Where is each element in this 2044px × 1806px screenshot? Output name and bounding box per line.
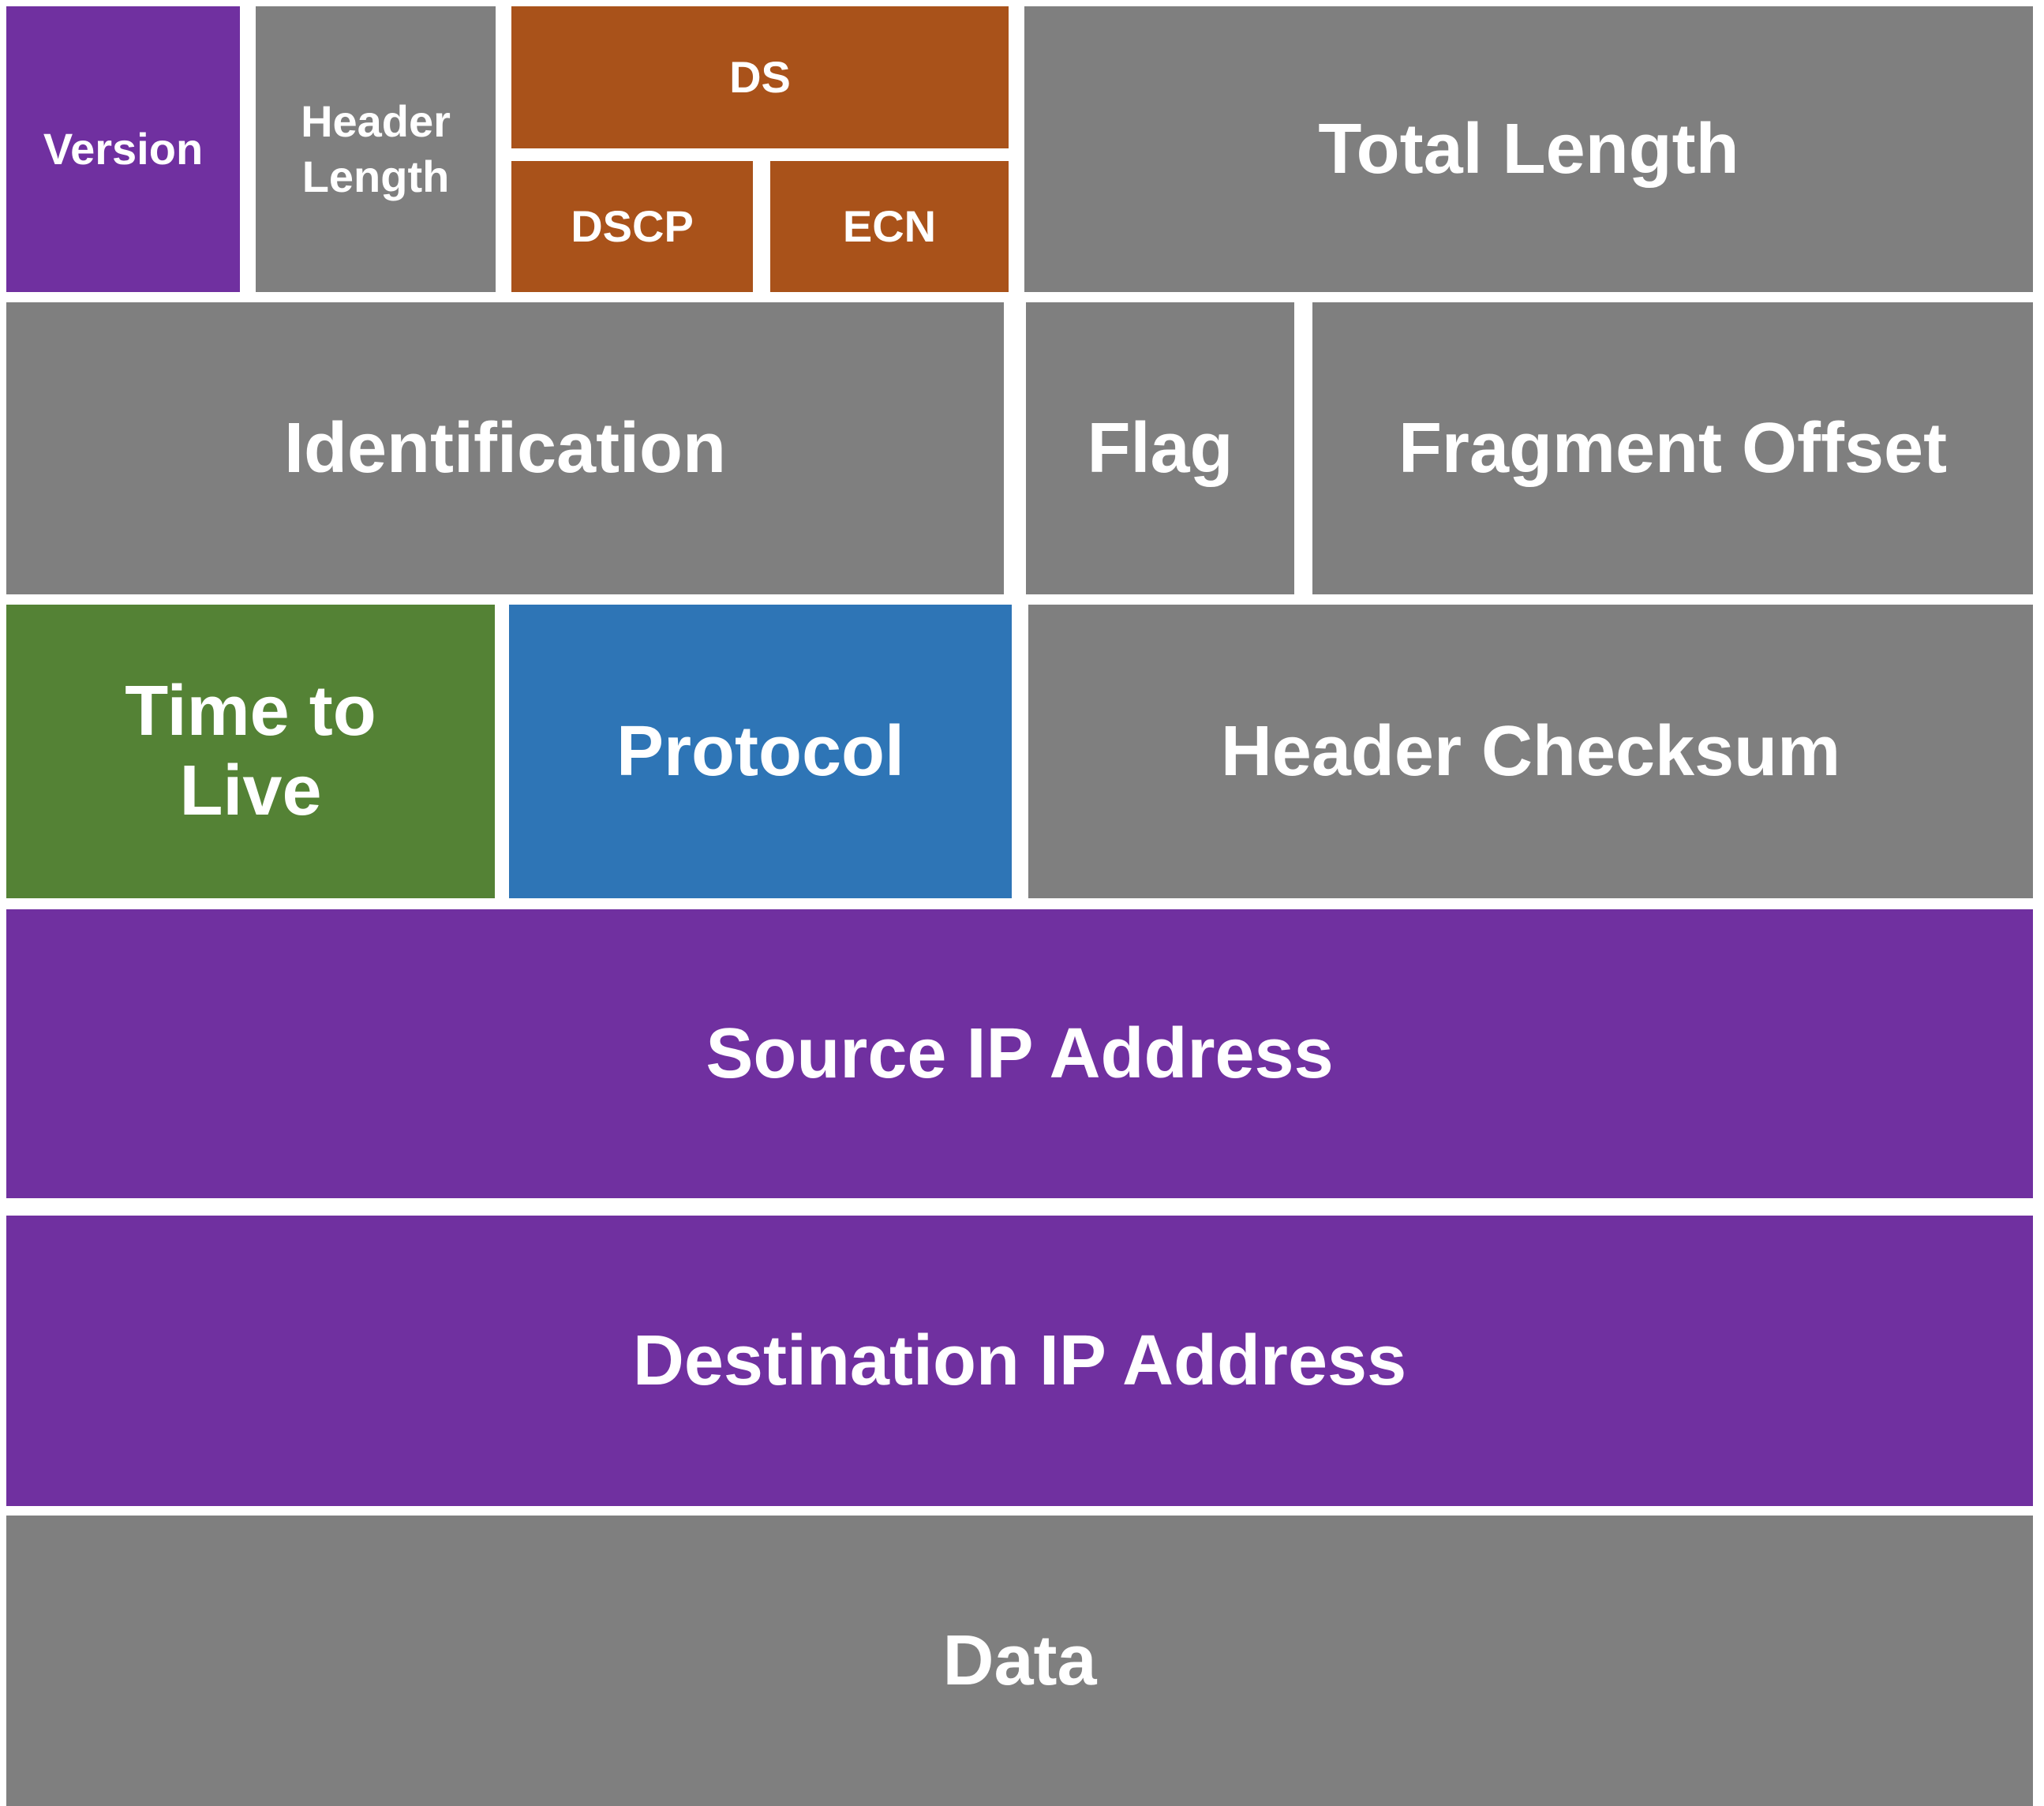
field-destination-ip-address: Destination IP Address [6, 1216, 2033, 1506]
field-header-checksum-label: Header Checksum [1220, 711, 1841, 791]
field-ds: DS [511, 6, 1009, 148]
field-header-length-label: Header Length [301, 96, 463, 201]
field-protocol-label: Protocol [616, 711, 904, 791]
field-ecn-label: ECN [842, 201, 937, 251]
field-time-to-live-label: Time to Live [125, 672, 396, 830]
field-protocol: Protocol [509, 605, 1012, 898]
field-data: Data [6, 1516, 2033, 1806]
field-header-checksum: Header Checksum [1028, 605, 2033, 898]
field-identification-label: Identification [284, 408, 726, 488]
field-time-to-live: Time to Live [6, 605, 495, 898]
field-ecn: ECN [770, 161, 1009, 292]
field-data-label: Data [942, 1621, 1097, 1700]
field-flag-label: Flag [1087, 408, 1234, 488]
field-source-ip-address-label: Source IP Address [706, 1014, 1334, 1093]
field-dscp: DSCP [511, 161, 753, 292]
field-fragment-offset-label: Fragment Offset [1398, 408, 1948, 488]
field-total-length-label: Total Length [1318, 109, 1739, 189]
field-version: Version [6, 6, 240, 292]
field-fragment-offset: Fragment Offset [1312, 302, 2033, 594]
field-ds-label: DS [729, 52, 791, 102]
field-dscp-label: DSCP [571, 201, 694, 251]
field-identification: Identification [6, 302, 1004, 594]
field-total-length: Total Length [1024, 6, 2033, 292]
field-source-ip-address: Source IP Address [6, 909, 2033, 1198]
field-header-length: Header Length [256, 6, 496, 292]
field-version-label: Version [43, 124, 204, 174]
field-flag: Flag [1026, 302, 1294, 594]
field-destination-ip-address-label: Destination IP Address [632, 1321, 1407, 1400]
